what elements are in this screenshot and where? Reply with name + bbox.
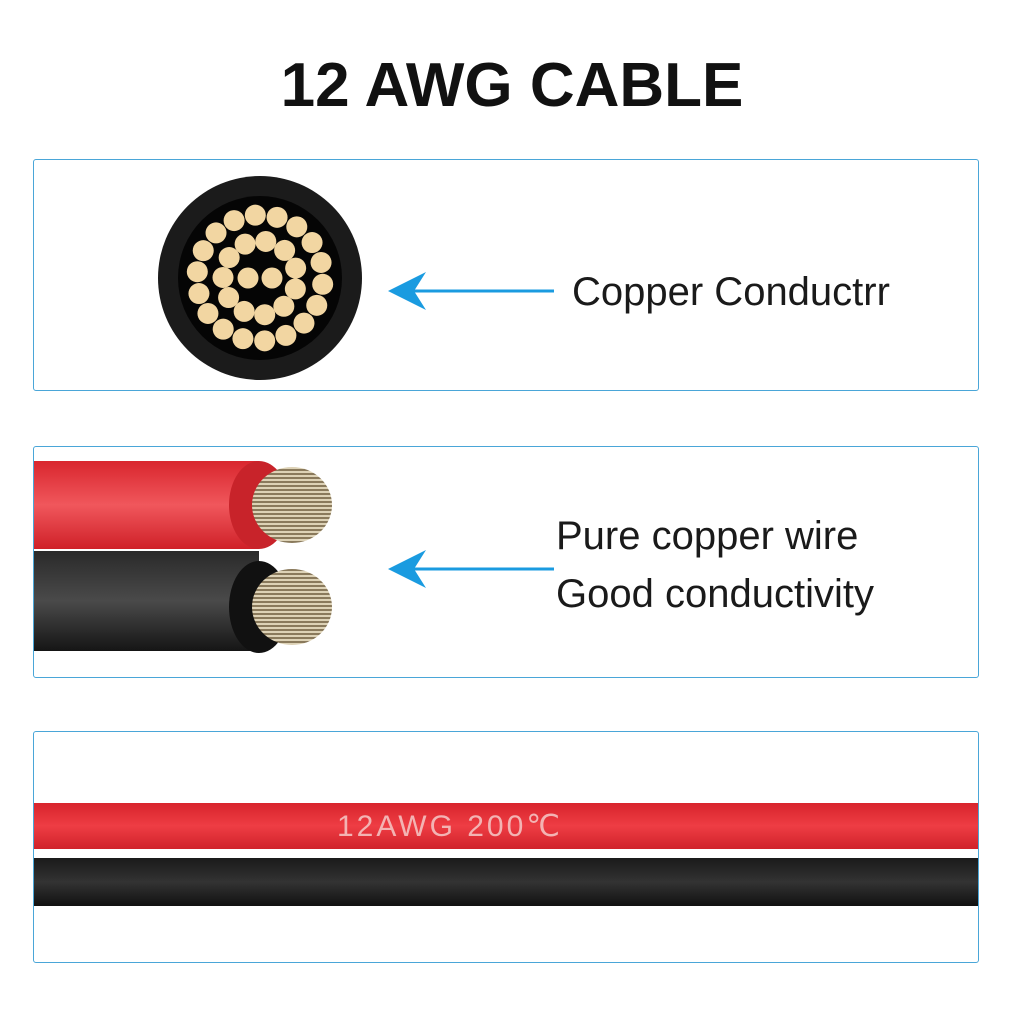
copper-strand [254,304,276,326]
copper-strand [285,257,307,279]
copper-strand [293,312,315,334]
pure-copper-label: Pure copper wire [556,514,859,558]
copper-strand [186,261,208,283]
copper-strand [310,251,332,273]
copper-strand [218,247,240,269]
panel-conductor: Copper Conductrr [33,159,979,391]
copper-strand [232,328,254,350]
stripped-wires-icon [34,461,554,653]
panel-cable: 12AWG 200℃ [33,731,979,963]
cable-print-text: 12AWG 200℃ [337,810,563,843]
copper-strand [284,278,306,300]
copper-strand [212,266,234,288]
copper-strand [306,294,328,316]
copper-strand [261,267,283,289]
red-cable: 12AWG 200℃ [34,803,978,849]
copper-strand [286,216,308,238]
arrow-icon [388,272,554,310]
panel-wire: Pure copper wire Good conductivity [33,446,979,678]
copper-strand [223,210,245,232]
copper-conductor-label: Copper Conductrr [572,270,890,314]
copper-strand [301,232,323,254]
copper-strand [254,330,276,352]
page-title: 12 AWG CABLE [280,51,744,120]
copper-strand [274,239,296,261]
black-cable [34,858,978,906]
copper-strand [218,287,240,309]
copper-strand [244,204,266,226]
cross-section-icon [158,176,554,380]
copper-strand [273,295,295,317]
copper-strand [205,222,227,244]
copper-strand [255,230,277,252]
copper-strand [233,300,255,322]
copper-strand [266,206,288,228]
copper-strand [234,233,256,255]
conductivity-label: Good conductivity [556,572,874,616]
copper-strand [188,283,210,305]
copper-strand [212,318,234,340]
copper-strand [237,267,259,289]
copper-strand [275,324,297,346]
copper-strand [192,240,214,262]
arrow-icon [388,550,554,588]
copper-strand [312,273,334,295]
copper-strand [197,302,219,324]
